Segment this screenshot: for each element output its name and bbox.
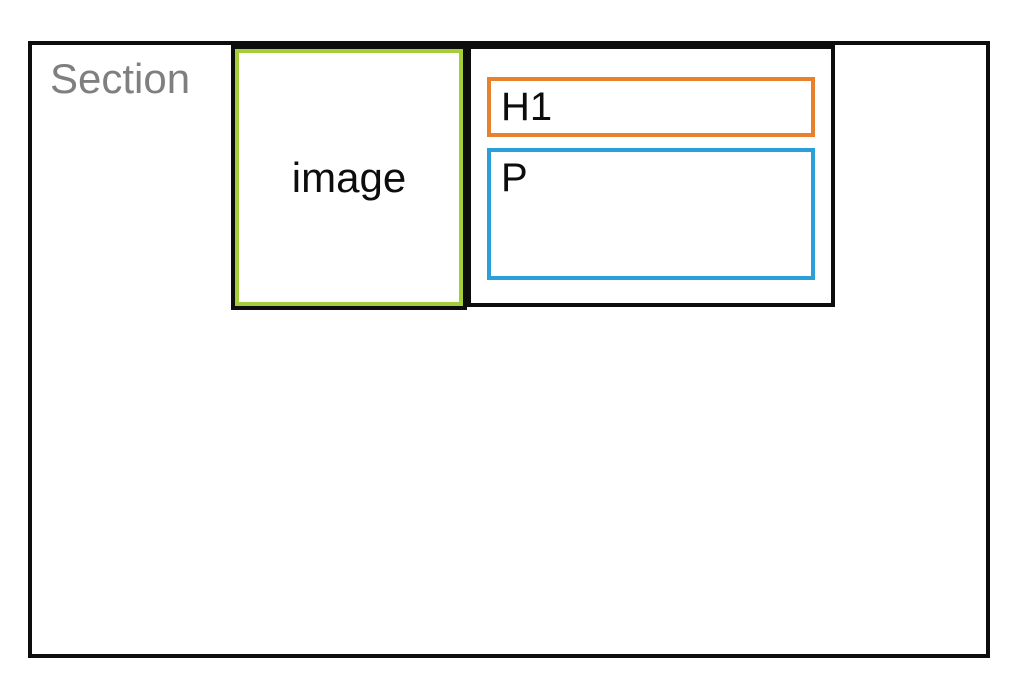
text-block-container: H1 P [467,45,835,307]
h1-label: H1 [501,85,553,129]
p-placeholder: P [487,148,815,280]
image-label: image [291,153,407,201]
image-placeholder-frame: image [231,45,467,310]
h1-placeholder: H1 [487,77,815,137]
image-placeholder: image [235,49,463,306]
section-label: Section [50,55,191,102]
p-label: P [501,156,528,200]
section-container: Section image H1 P [28,41,990,658]
